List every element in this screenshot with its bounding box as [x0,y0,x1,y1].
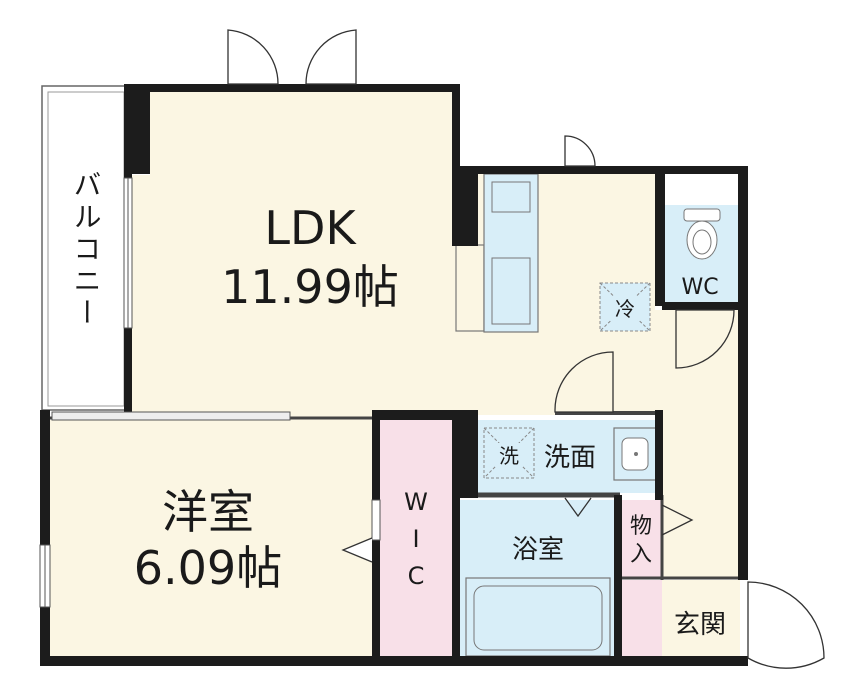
entrance-floor [662,580,740,658]
western-name-label: 洋室 [162,485,254,539]
wic-label-c: C [408,562,425,590]
wall-wic-right [452,412,460,662]
windows [39,177,381,608]
wall-bath-right [614,495,622,661]
door-top-right [305,29,357,85]
entrance-pink [622,580,662,658]
balcony-area [41,85,129,411]
door-washroom [554,351,614,413]
toilet-bowl [686,220,718,260]
wash-basin [613,427,657,481]
western-room-floor [48,420,372,658]
washer-label-bg [495,443,523,467]
wall-wc-bottom [662,302,746,310]
bathtub [465,577,611,657]
basin-drain [634,452,638,456]
wall-washroom-left [452,412,478,498]
window-wic-wall [371,499,381,541]
kitchen-stove [491,257,531,325]
ldk-size-label: 11.99帖 [221,260,399,314]
wall-right [738,166,748,580]
washroom-label: 洗面 [544,443,596,473]
toilet [683,208,721,260]
bath-label: 浴室 [512,535,564,565]
wall-right-column [655,166,665,306]
western-size-label: 6.09帖 [134,541,282,595]
entrance-label: 玄関 [674,610,726,640]
door-storage-arrow [661,504,694,536]
toilet-seat [692,229,712,255]
kitchen-counter [455,173,539,333]
toilet-tank [683,208,721,222]
sliding-door-balcony [51,411,291,421]
bathtub-inner [473,585,603,651]
wall-washroom-right [655,410,663,500]
wall-column-left [124,84,150,174]
fridge-cross-1 [599,282,651,332]
ldk-name-label: LDK [264,201,357,255]
structural-walls [40,84,748,666]
wall-bottom [40,656,748,666]
door-wic-arrow [341,537,373,563]
fridge-cross-2 [599,282,651,332]
washer-space: 洗 [483,427,535,479]
fridge-label: 冷 [615,297,635,321]
fridge-label-bg [610,296,640,320]
counter-top [455,244,485,332]
room-labels: LDK 11.99帖 洋室 6.09帖 バルコニー WC 洗面 浴室 W I C… [70,170,727,640]
storage-label-2: 入 [630,542,652,567]
doors [227,29,825,669]
wall-ldk-right-upper [452,84,460,174]
wic-label-w: W [404,488,428,516]
fridge-space: 冷 [599,282,651,332]
door-kitchen-top [564,135,596,167]
wall-left-western [40,410,50,666]
balcony [41,85,129,411]
wall-top-ldk [130,84,460,92]
door-entrance [747,581,825,669]
wall-wic-top [372,410,478,420]
wall-column-kitchen [452,166,478,246]
door-bath-arrow [564,497,592,518]
wic-label-i: I [412,525,419,553]
storage-floor [622,500,662,578]
door-top-left [227,29,279,85]
kitchen-sink [491,181,531,213]
washer-label: 洗 [499,444,519,468]
door-wc [675,309,735,369]
storage-label-1: 物 [630,514,652,539]
wall-top-right [452,166,747,174]
wic-floor [380,420,452,658]
balcony-label: バルコニー [70,170,103,330]
wc-label: WC [681,275,718,300]
